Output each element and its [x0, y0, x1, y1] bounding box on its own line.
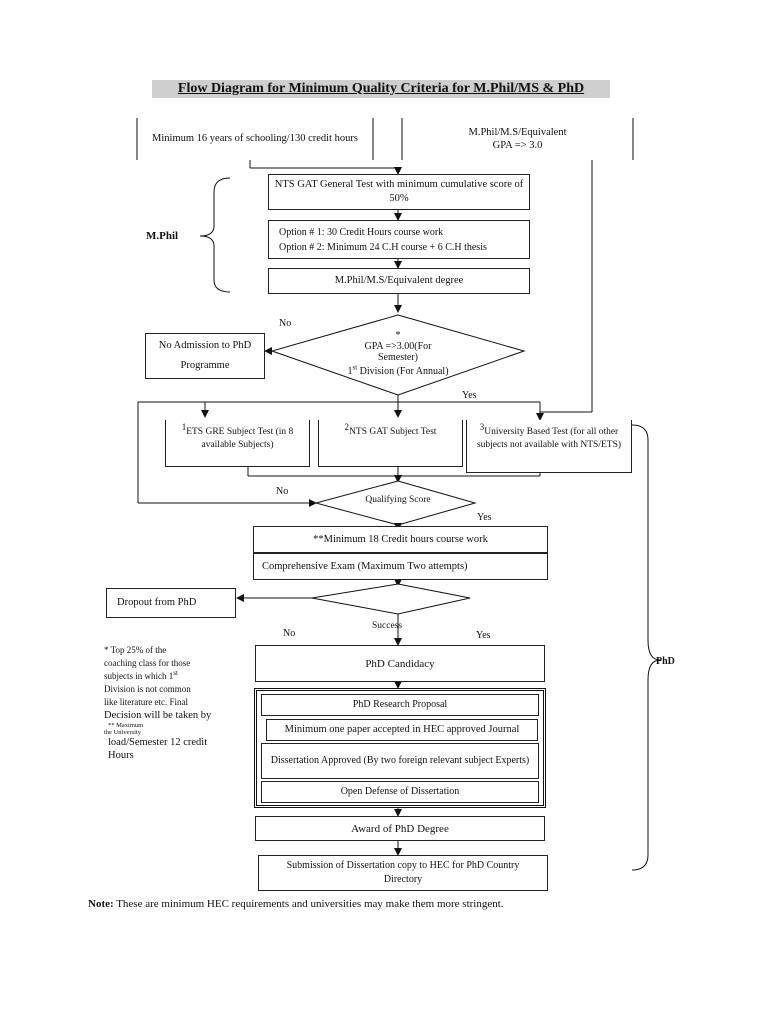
test3-text: University Based Test (for all other sub…	[476, 427, 622, 450]
footnote-small2: the University	[104, 729, 142, 736]
qualifying-score-text: Qualifying Score	[365, 495, 431, 505]
test3-number: 3	[479, 421, 485, 432]
gpa-no-label: No	[279, 318, 292, 329]
footnote-line3-sup: st	[173, 669, 178, 677]
gpa-division-num: 1	[347, 366, 353, 377]
min-18-credit-text: **Minimum 18 Credit hours course work	[313, 533, 488, 545]
gpa-diamond-line1: GPA =>3.00(For	[364, 341, 432, 352]
footnote-line3-text: subjects in which 1	[104, 671, 174, 681]
paper-accepted-box: Minimum one paper accepted in HEC approv…	[266, 719, 538, 741]
diagram-title: Flow Diagram for Minimum Quality Criteri…	[152, 80, 610, 98]
nts-gat-general-box: NTS GAT General Test with minimum cumula…	[268, 174, 530, 210]
test1-number: 1	[181, 421, 187, 432]
no-admission-box: No Admission to PhD Programme	[145, 333, 265, 379]
test2-text: NTS GAT Subject Test	[349, 427, 437, 437]
research-proposal-text: PhD Research Proposal	[352, 699, 448, 710]
footnote-line8: Hours	[108, 750, 134, 761]
gpa-division-sup: st	[352, 363, 358, 372]
success-text: Success	[372, 621, 403, 631]
comprehensive-exam-text: Comprehensive Exam (Maximum Two attempts…	[262, 560, 468, 572]
prerequisite-mphil-line2: GPA => 3.0	[492, 140, 543, 151]
no-admission-line2: Programme	[180, 360, 230, 371]
comprehensive-exam-box: Comprehensive Exam (Maximum Two attempts…	[253, 553, 548, 580]
test2-number: 2	[344, 421, 350, 432]
no-admission-line1: No Admission to PhD	[158, 340, 252, 351]
option-1-text: Option # 1: 30 Credit Hours course work	[279, 227, 444, 238]
dropout-text: Dropout from PhD	[117, 597, 197, 608]
submission-box: Submission of Dissertation copy to HEC f…	[258, 855, 548, 891]
footnote-line2: coaching class for those	[104, 658, 191, 668]
prerequisite-schooling-text: Minimum 16 years of schooling/130 credit…	[152, 133, 358, 144]
submission-text: Submission of Dissertation copy to HEC f…	[286, 860, 520, 885]
footnote-line1: * Top 25% of the	[104, 645, 167, 655]
award-phd-text: Award of PhD Degree	[351, 822, 449, 835]
prerequisite-mphil-line1: M.Phil/M.S/Equivalent	[468, 127, 567, 138]
mphil-options-box: Option # 1: 30 Credit Hours course work …	[268, 220, 530, 259]
footnote-block: * Top 25% of the coaching class for thos…	[104, 644, 211, 762]
research-proposal-box: PhD Research Proposal	[261, 694, 539, 716]
gpa-diamond-line2: Semester)	[378, 352, 418, 363]
gpa-diamond-star: *	[395, 330, 401, 341]
phd-candidacy-box: PhD Candidacy	[255, 645, 545, 682]
min-18-credit-box: **Minimum 18 Credit hours course work	[253, 526, 548, 553]
test1-text: ETS GRE Subject Test (in 8 available Sub…	[186, 427, 294, 450]
qualifying-no-label: No	[276, 486, 289, 497]
test-university-box: 3University Based Test (for all other su…	[466, 420, 632, 473]
mphil-degree-box: M.Phil/M.S/Equivalent degree	[268, 268, 530, 294]
success-no-label: No	[283, 628, 296, 639]
footnote-line4: Division is not common	[104, 684, 191, 694]
dissertation-approved-text: Dissertation Approved (By two foreign re…	[270, 755, 530, 766]
prerequisite-schooling-box: Minimum 16 years of schooling/130 credit…	[140, 118, 370, 160]
footnote-small1: ** Maximum	[108, 722, 144, 729]
footnote-line5: like literature etc. Final	[104, 697, 188, 707]
nts-gat-general-text: NTS GAT General Test with minimum cumula…	[274, 179, 524, 204]
gpa-diamond-text: * GPA =>3.00(For Semester) 1st Division …	[332, 330, 464, 377]
open-defense-box: Open Defense of Dissertation	[261, 781, 539, 803]
open-defense-text: Open Defense of Dissertation	[340, 786, 460, 797]
award-phd-box: Award of PhD Degree	[255, 816, 545, 841]
note-line: Note: These are minimum HEC requirements…	[88, 898, 504, 910]
footnote-line6: Decision will be taken by	[104, 710, 212, 721]
gpa-yes-label: Yes	[462, 390, 477, 401]
gpa-division-text: Division (For Annual)	[357, 366, 449, 377]
mphil-label: M.Phil	[146, 230, 179, 242]
paper-accepted-text: Minimum one paper accepted in HEC approv…	[284, 724, 520, 735]
success-yes-label: Yes	[476, 630, 491, 641]
dropout-box: Dropout from PhD	[106, 588, 236, 618]
prerequisite-mphil-box: M.Phil/M.S/Equivalent GPA => 3.0	[405, 118, 630, 160]
test-nts-gat-subject-box: 2NTS GAT Subject Test	[318, 420, 463, 467]
test-ets-gre-box: 1ETS GRE Subject Test (in 8 available Su…	[165, 420, 310, 467]
note-label: Note:	[88, 898, 114, 910]
qualifying-yes-label: Yes	[477, 512, 492, 523]
mphil-degree-text: M.Phil/M.S/Equivalent degree	[334, 275, 464, 286]
footnote-line3: subjects in which 1st	[104, 670, 211, 683]
footnote-line7: load/Semester 12 credit	[108, 737, 208, 748]
phd-label: PhD	[656, 656, 675, 667]
note-text: These are minimum HEC requirements and u…	[113, 898, 504, 910]
option-2-text: Option # 2: Minimum 24 C.H course + 6 C.…	[279, 242, 487, 253]
dissertation-approved-box: Dissertation Approved (By two foreign re…	[261, 743, 539, 779]
gpa-diamond-line3: 1st Division (For Annual)	[332, 363, 464, 377]
phd-candidacy-text: PhD Candidacy	[365, 657, 435, 670]
